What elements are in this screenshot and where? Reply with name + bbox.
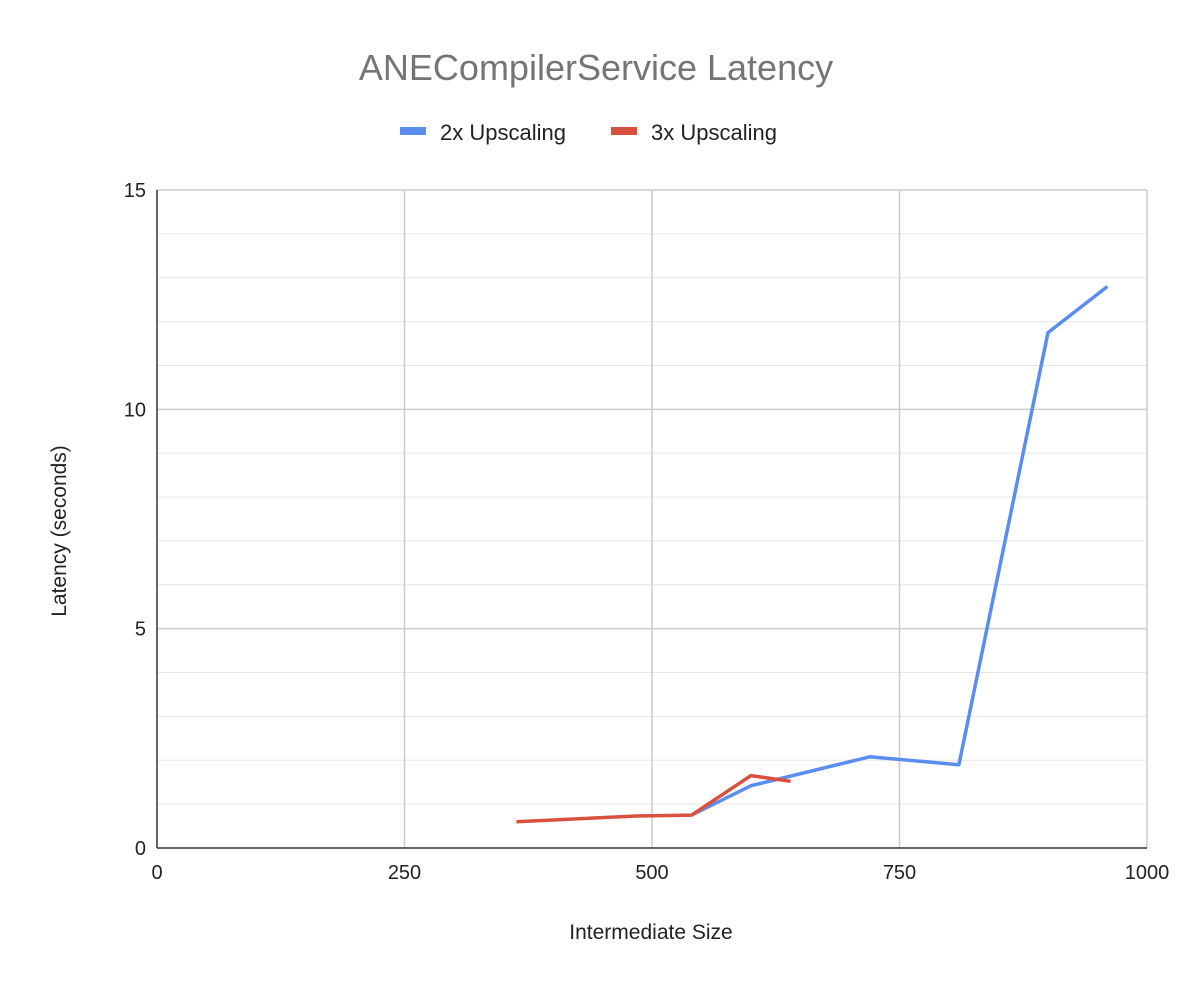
legend-swatch <box>611 127 637 135</box>
y-axis-title: Latency (seconds) <box>48 445 71 617</box>
x-tick-label: 1000 <box>1125 862 1170 884</box>
x-tick-label: 500 <box>635 862 668 884</box>
plot-frame <box>156 189 1148 849</box>
y-tick-label: 0 <box>135 838 146 860</box>
y-tick-label: 5 <box>135 619 146 641</box>
major-grid <box>157 190 1147 848</box>
legend-label: 2x Upscaling <box>440 120 566 145</box>
x-tick-label: 0 <box>151 862 162 884</box>
series-lines <box>516 285 1109 824</box>
x-tick-label: 250 <box>388 862 421 884</box>
chart-title: ANECompilerService Latency <box>359 47 833 88</box>
series-line-2 <box>516 773 791 824</box>
legend-label: 3x Upscaling <box>651 120 777 145</box>
legend-swatch <box>400 127 426 135</box>
y-tick-label: 10 <box>124 399 146 421</box>
x-tick-labels: 0 250 500 750 1000 <box>151 862 1169 884</box>
x-tick-label: 750 <box>883 862 916 884</box>
legend: 2x Upscaling 3x Upscaling <box>400 120 777 145</box>
y-tick-label: 15 <box>124 180 146 202</box>
y-tick-labels: 0 5 10 15 <box>124 180 146 860</box>
series-line-1 <box>690 285 1109 817</box>
x-axis-title: Intermediate Size <box>569 921 732 944</box>
